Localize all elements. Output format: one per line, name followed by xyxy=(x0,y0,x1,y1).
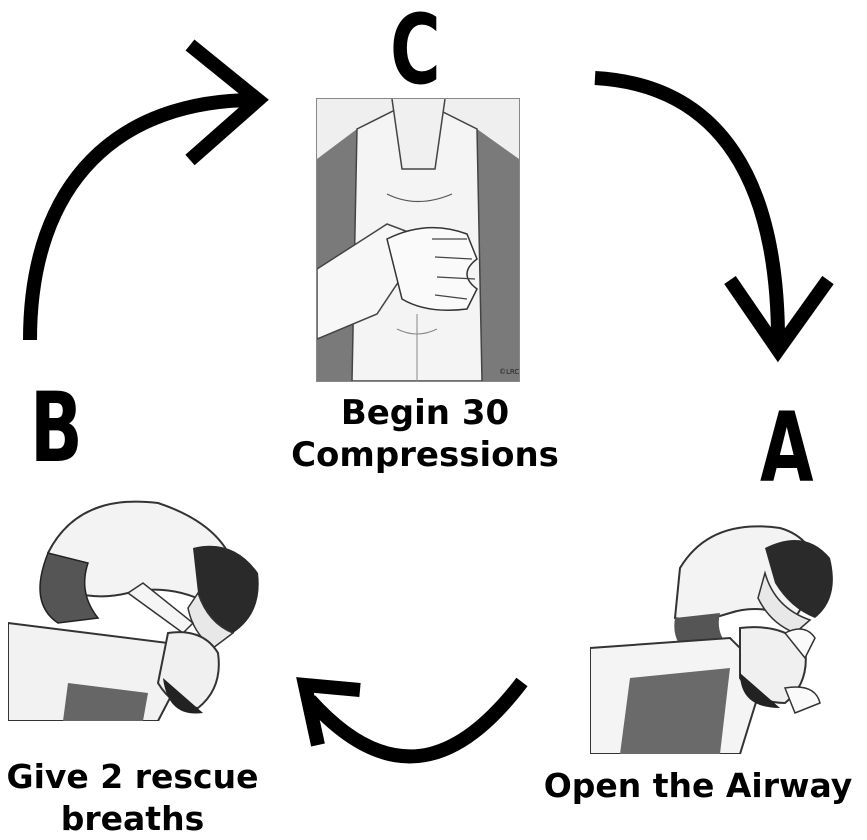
image-credit: ©LRC xyxy=(499,368,519,376)
rescue-breaths-caption-line1: Give 2 rescue xyxy=(6,757,259,796)
step-letter-b: B xyxy=(30,372,83,484)
compressions-caption-line1: Begin 30 xyxy=(340,393,510,433)
arrow-b-to-c xyxy=(23,39,269,341)
step-letter-a: A xyxy=(760,392,813,504)
rescue-breaths-illustration xyxy=(8,483,263,721)
compressions-caption-line2: Compressions xyxy=(291,435,559,475)
arrow-a-to-b xyxy=(296,677,528,764)
compressions-illustration: ©LRC xyxy=(316,98,520,382)
arrow-c-to-a xyxy=(594,71,834,363)
open-airway-caption: Open the Airway xyxy=(543,766,853,805)
rescue-breaths-caption: Give 2 rescue breaths xyxy=(0,756,265,840)
compressions-caption: Begin 30 Compressions xyxy=(280,392,570,476)
open-airway-illustration xyxy=(590,508,856,754)
rescue-breaths-caption-line2: breaths xyxy=(60,799,205,838)
step-letter-c: C xyxy=(390,0,441,106)
